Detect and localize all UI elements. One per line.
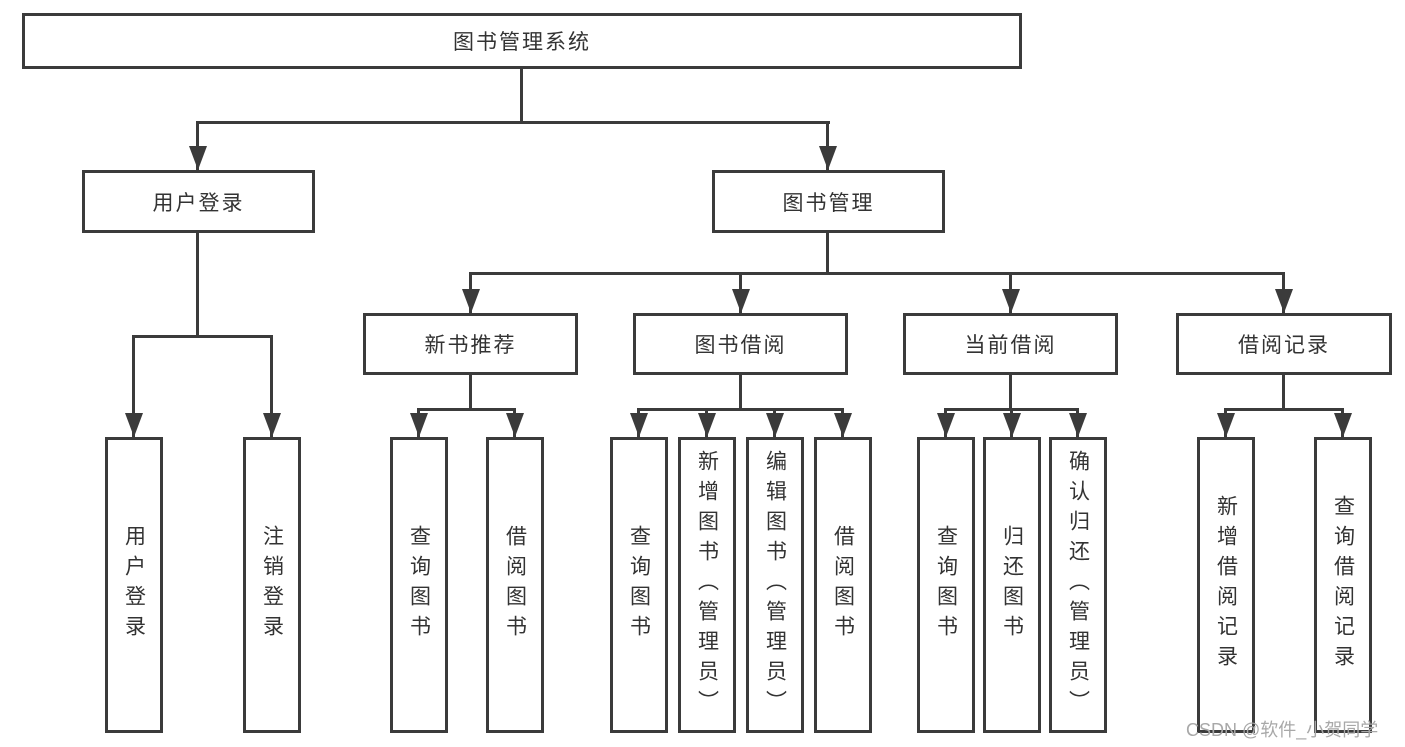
- leaf-label: 查询图书: [934, 525, 958, 645]
- arrow-down-icon: [263, 413, 281, 437]
- leaf-label: 新增图书（管理员）: [695, 450, 719, 720]
- connector-borrow-records-splitter: [1224, 408, 1343, 411]
- connector-borrow-records-stem: [1282, 375, 1285, 411]
- arrow-down-icon: [410, 413, 428, 437]
- connector-to-book-management: [826, 121, 829, 170]
- connector-root-splitter: [197, 121, 830, 124]
- connector-to-user-login: [196, 121, 199, 170]
- arrow-down-icon: [732, 289, 750, 313]
- connector-new-book-stem: [469, 375, 472, 411]
- connector-to-leaf-user-login: [132, 335, 135, 437]
- leaf-query-book-3: 查询图书: [917, 437, 975, 733]
- node-label: 图书借阅: [694, 334, 787, 357]
- node-library-management-system: 图书管理系统: [22, 13, 1022, 69]
- leaf-query-book-1: 查询图书: [390, 437, 448, 733]
- connector-book-management-splitter: [469, 272, 1284, 275]
- arrow-down-icon: [1275, 289, 1293, 313]
- arrow-down-icon: [125, 413, 143, 437]
- node-borrow-records: 借阅记录: [1176, 313, 1392, 375]
- arrow-down-icon: [1217, 413, 1235, 437]
- arrow-down-icon: [1002, 289, 1020, 313]
- leaf-add-book: 新增图书（管理员）: [678, 437, 736, 733]
- node-label: 新书推荐: [424, 334, 517, 357]
- connector-to-leaf-logout: [270, 335, 273, 437]
- leaf-label: 借阅图书: [503, 525, 527, 645]
- node-label: 图书管理: [782, 191, 875, 215]
- leaf-label: 归还图书: [1000, 525, 1024, 645]
- node-book-borrow: 图书借阅: [633, 313, 848, 375]
- node-label: 当前借阅: [964, 334, 1057, 357]
- connector-book-management-stem: [826, 233, 829, 275]
- connector-user-login-stem: [196, 233, 199, 338]
- arrow-down-icon: [189, 146, 207, 170]
- leaf-label: 查询借阅记录: [1331, 495, 1355, 675]
- leaf-borrow-book-1: 借阅图书: [486, 437, 544, 733]
- node-label: 用户登录: [152, 191, 245, 215]
- arrow-down-icon: [834, 413, 852, 437]
- leaf-label: 查询图书: [407, 525, 431, 645]
- leaf-borrow-book-2: 借阅图书: [814, 437, 872, 733]
- leaf-label: 新增借阅记录: [1214, 495, 1238, 675]
- leaf-label: 编辑图书（管理员）: [763, 450, 787, 720]
- leaf-confirm-return: 确认归还（管理员）: [1049, 437, 1107, 733]
- leaf-label: 用户登录: [122, 525, 146, 645]
- node-label: 图书管理系统: [453, 31, 591, 54]
- arrow-down-icon: [1003, 413, 1021, 437]
- leaf-label: 确认归还（管理员）: [1066, 450, 1090, 720]
- leaf-label: 注销登录: [260, 525, 284, 645]
- arrow-down-icon: [698, 413, 716, 437]
- leaf-query-book-2: 查询图书: [610, 437, 668, 733]
- leaf-label: 借阅图书: [831, 525, 855, 645]
- node-user-login: 用户登录: [82, 170, 315, 233]
- leaf-query-borrow-record: 查询借阅记录: [1314, 437, 1372, 733]
- connector-current-borrow-stem: [1009, 375, 1012, 411]
- leaf-logout: 注销登录: [243, 437, 301, 733]
- arrow-down-icon: [630, 413, 648, 437]
- node-new-book-recommend: 新书推荐: [363, 313, 578, 375]
- connector-book-borrow-stem: [739, 375, 742, 411]
- connector-new-book-splitter: [417, 408, 515, 411]
- connector-user-login-splitter: [134, 335, 272, 338]
- connector-root-stem: [520, 69, 523, 124]
- connector-book-borrow-splitter: [637, 408, 843, 411]
- leaf-add-borrow-record: 新增借阅记录: [1197, 437, 1255, 733]
- node-book-management: 图书管理: [712, 170, 945, 233]
- arrow-down-icon: [937, 413, 955, 437]
- leaf-label: 查询图书: [627, 525, 651, 645]
- leaf-user-login: 用户登录: [105, 437, 163, 733]
- csdn-watermark: CSDN @软件_小贺同学: [1186, 720, 1379, 740]
- node-current-borrow: 当前借阅: [903, 313, 1118, 375]
- arrow-down-icon: [506, 413, 524, 437]
- leaf-return-book: 归还图书: [983, 437, 1041, 733]
- arrow-down-icon: [1334, 413, 1352, 437]
- arrow-down-icon: [462, 289, 480, 313]
- arrow-down-icon: [1069, 413, 1087, 437]
- arrow-down-icon: [819, 146, 837, 170]
- node-label: 借阅记录: [1238, 334, 1330, 357]
- arrow-down-icon: [766, 413, 784, 437]
- leaf-edit-book: 编辑图书（管理员）: [746, 437, 804, 733]
